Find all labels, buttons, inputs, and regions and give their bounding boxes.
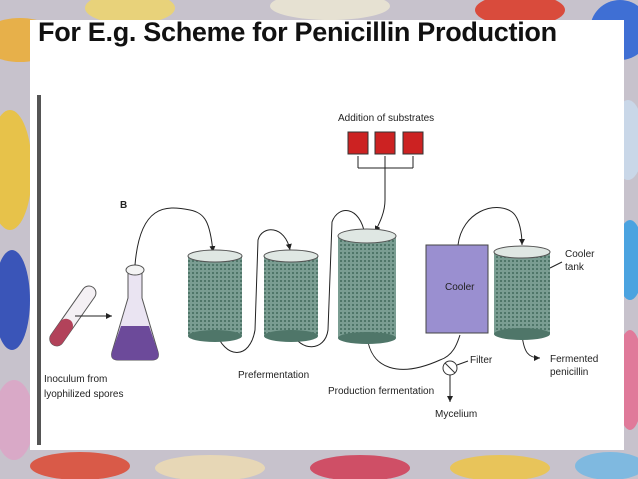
flow-line-tank1-to-tank2 [214, 229, 292, 353]
prefermentation-tank-1 [187, 249, 243, 342]
cooler-tank-pointer [549, 261, 563, 269]
mycelium-label: Mycelium [435, 409, 477, 420]
fermented-label-2: penicillin [550, 367, 588, 378]
prefermentation-tank-2 [263, 249, 319, 342]
test-tube-icon [49, 285, 97, 347]
flask-icon [111, 264, 159, 361]
filter-label: Filter [470, 355, 493, 366]
cooler-box-label: Cooler [445, 282, 475, 293]
cooler-tank [493, 245, 551, 340]
inoculum-label-1: Inoculum from [44, 374, 107, 385]
slide-panel [30, 20, 624, 450]
production-fermentation-tank [337, 228, 397, 344]
addition-of-substrates-label: Addition of substrates [338, 113, 434, 124]
flow-line-cooler-to-tank [457, 207, 525, 246]
cooler-tank-label-2: tank [565, 262, 585, 273]
slide-title: For E.g. Scheme for Penicillin Productio… [38, 17, 557, 47]
cooler-box [425, 244, 489, 334]
cooler-tank-label-1: Cooler [565, 249, 595, 260]
filter-icon [442, 360, 458, 376]
production-fermentation-label: Production fermentation [328, 386, 434, 397]
substrate-box-3 [402, 131, 424, 155]
substrate-box-1 [347, 131, 369, 155]
inoculum-label-2: lyophilized spores [44, 389, 124, 400]
fermented-label-1: Fermented [550, 354, 598, 365]
substrate-feed-line [374, 160, 386, 233]
stage-letter: B [120, 200, 127, 211]
flow-line-tank2-to-tank3 [291, 210, 367, 348]
flow-line-flask-to-tank1 [134, 207, 216, 266]
substrate-box-2 [374, 131, 396, 155]
figure-border [37, 95, 41, 445]
filter-pointer [456, 360, 469, 366]
prefermentation-label: Prefermentation [238, 370, 309, 381]
flow-line-tank3-to-cooler [366, 334, 461, 370]
